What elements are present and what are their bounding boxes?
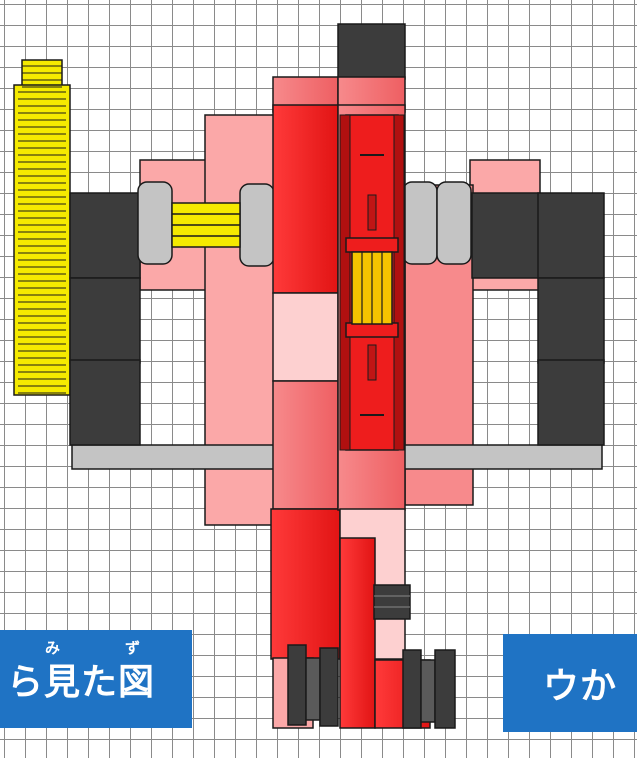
caption-left-text: み ず ら見た図 bbox=[6, 639, 155, 705]
lower-red-block bbox=[272, 380, 339, 510]
gear-icon bbox=[13, 59, 71, 396]
left-washer-outer bbox=[137, 181, 173, 265]
right-wheel-block-3 bbox=[537, 277, 605, 364]
bottom-red-block bbox=[270, 508, 341, 660]
caption-right-text: ウか bbox=[543, 666, 618, 707]
right-wheel-block-2 bbox=[537, 192, 605, 279]
left-washer-inner bbox=[239, 183, 275, 267]
right-washer-2 bbox=[436, 181, 472, 265]
caption-right: ウか bbox=[503, 634, 637, 732]
axle-icon bbox=[171, 202, 241, 248]
small-dark-bracket bbox=[373, 584, 411, 620]
right-wheel-block-1 bbox=[471, 192, 541, 279]
ruby-mi: み bbox=[44, 639, 61, 657]
left-wheel-block-2 bbox=[69, 277, 141, 364]
right-wheel-block-4 bbox=[537, 359, 605, 446]
top-dark-block bbox=[337, 23, 406, 80]
right-washer-1 bbox=[402, 181, 438, 265]
caption-left-main: ら見た図 bbox=[6, 662, 155, 703]
wheel-icon bbox=[287, 644, 456, 729]
left-wheel-block-3 bbox=[69, 359, 141, 446]
chain-track bbox=[339, 114, 405, 451]
lower-arm bbox=[339, 537, 376, 729]
caption-left: み ず ら見た図 bbox=[0, 630, 192, 728]
pale-window bbox=[272, 292, 339, 382]
left-wheel-block-1 bbox=[69, 192, 141, 279]
main-red-column bbox=[272, 104, 339, 294]
ruby-zu: ず bbox=[124, 639, 141, 657]
